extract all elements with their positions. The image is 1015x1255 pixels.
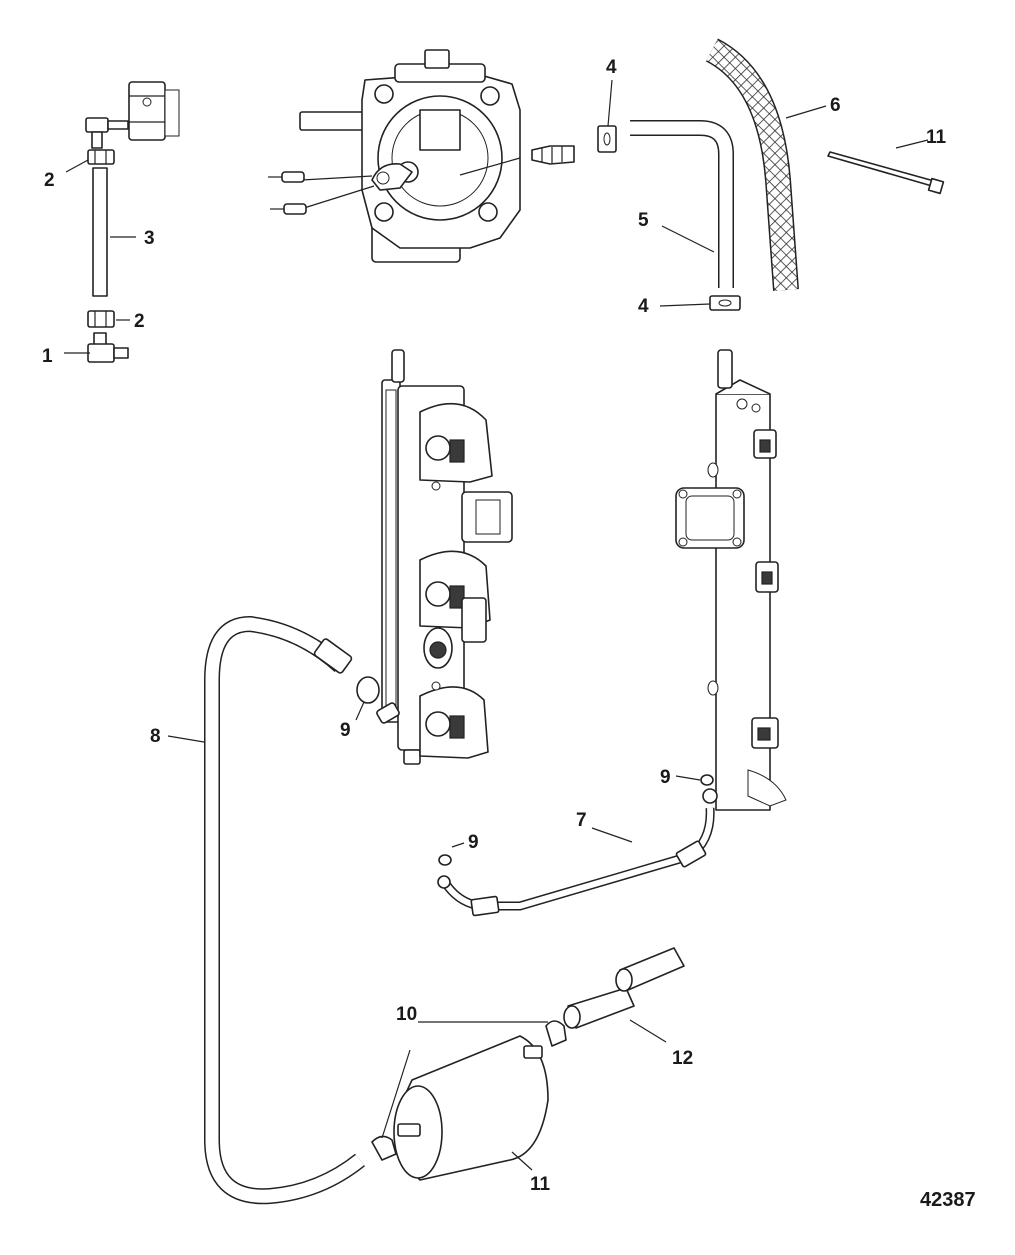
leader-lines bbox=[64, 79, 929, 1171]
callout-9-right: 9 bbox=[660, 767, 671, 788]
callout-4-upper: 4 bbox=[606, 57, 617, 78]
hose-part-12-upper bbox=[615, 947, 685, 992]
hose-part-8 bbox=[204, 615, 365, 1205]
tube-part-3 bbox=[92, 167, 108, 297]
fuel-rail-right bbox=[675, 349, 787, 811]
callout-3: 3 bbox=[144, 228, 155, 249]
callout-8: 8 bbox=[150, 726, 161, 747]
connector-upper-part-2 bbox=[87, 149, 115, 165]
hose-part-12-lower bbox=[563, 987, 635, 1029]
callout-11-bottom: 11 bbox=[530, 1174, 551, 1195]
figure-number: 42387 bbox=[920, 1189, 976, 1211]
upper-fitting-bracket bbox=[128, 81, 180, 141]
hose-clip-part-10-lower bbox=[371, 1135, 397, 1161]
tee-fitting-part-1 bbox=[87, 332, 129, 363]
fuel-filter bbox=[393, 1035, 549, 1181]
callout-11-top: 11 bbox=[926, 127, 947, 148]
callout-10: 10 bbox=[396, 1004, 417, 1025]
callout-7: 7 bbox=[576, 810, 587, 831]
callout-9-left: 9 bbox=[340, 720, 351, 741]
upper-tee-fitting bbox=[85, 117, 129, 149]
cable-tie-part-11-top bbox=[827, 151, 945, 195]
callout-2-upper: 2 bbox=[44, 170, 55, 191]
o-ring-part-9-left bbox=[356, 676, 380, 704]
o-ring-part-9-center bbox=[438, 854, 452, 866]
callout-1: 1 bbox=[42, 346, 53, 367]
fuel-line-part-7 bbox=[437, 788, 718, 917]
connector-lower-part-2 bbox=[87, 310, 115, 328]
callout-6: 6 bbox=[830, 95, 841, 116]
callout-2-lower: 2 bbox=[134, 311, 145, 332]
callout-4-lower: 4 bbox=[638, 296, 649, 317]
barbed-hose-fitting bbox=[531, 145, 575, 165]
vapor-separator-assembly bbox=[268, 49, 521, 263]
fuel-rail-left bbox=[376, 349, 513, 765]
callout-9-center: 9 bbox=[468, 832, 479, 853]
elbow-hose-part-5 bbox=[630, 120, 734, 288]
braided-sleeve-part-6 bbox=[705, 38, 799, 291]
callout-5: 5 bbox=[638, 210, 649, 231]
hose-clip-part-10-upper bbox=[545, 1020, 567, 1047]
o-ring-part-9-right bbox=[700, 774, 714, 786]
callout-12: 12 bbox=[672, 1048, 693, 1069]
hose-clamp-upper-part-4 bbox=[597, 125, 617, 153]
hose-clamp-lower-part-4 bbox=[709, 295, 741, 311]
